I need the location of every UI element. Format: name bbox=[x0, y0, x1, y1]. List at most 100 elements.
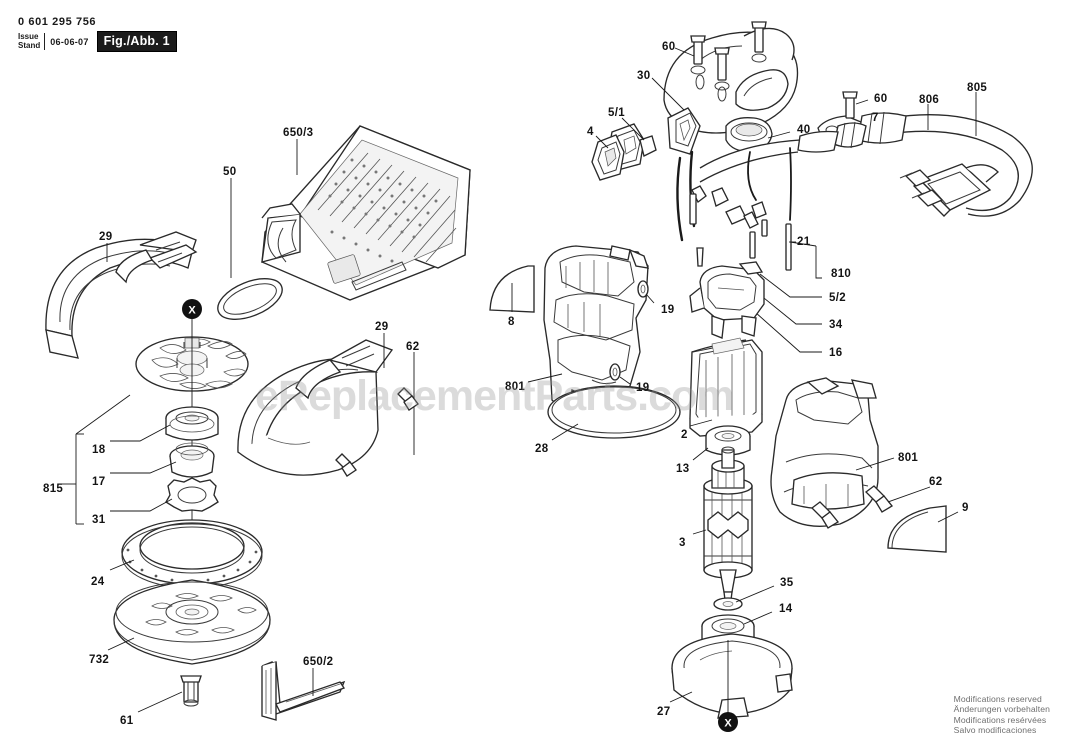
part-grommet-19-b bbox=[609, 363, 621, 381]
callout-wire-set-810: 810 bbox=[831, 268, 852, 280]
callout-sealing-ring-50: 50 bbox=[223, 166, 237, 178]
callout-brush-holder-16: 16 bbox=[829, 347, 843, 359]
leader-7 bbox=[849, 121, 867, 131]
part-brake-ring-24 bbox=[121, 519, 263, 589]
part-cord-clamp-7 bbox=[817, 115, 870, 147]
sheet-footer: Modifications reserved Änderungen vorbeh… bbox=[954, 694, 1050, 736]
callout-hex-key-650-2: 650/2 bbox=[303, 656, 334, 668]
part-switch-5-1 bbox=[607, 123, 657, 171]
part-screw-62-b bbox=[864, 485, 894, 513]
part-bearing-13 bbox=[705, 425, 751, 456]
part-bearing-flange-17 bbox=[169, 442, 215, 478]
leader-40 bbox=[767, 131, 791, 139]
leaders-left-group bbox=[62, 394, 177, 525]
callout-bearing-cap-34: 34 bbox=[829, 319, 843, 331]
leader-9 bbox=[937, 511, 959, 523]
leader-60-a bbox=[674, 47, 695, 57]
issue-label-de: Stand bbox=[18, 40, 41, 50]
x-marker-bottom: X bbox=[718, 712, 738, 732]
part-bearing-flange-27 bbox=[671, 633, 793, 719]
header-divider bbox=[44, 33, 46, 50]
callout-hood-right-29: 29 bbox=[375, 321, 389, 333]
leader-801-b bbox=[855, 457, 895, 471]
part-sealing-ring bbox=[217, 278, 283, 320]
callout-terminal-21: 21 bbox=[797, 236, 811, 248]
x-marker-top: X bbox=[182, 299, 202, 319]
x-marker-label-bottom: X bbox=[724, 718, 732, 730]
callout-ball-bearing-14: 14 bbox=[779, 603, 793, 615]
part-screw-60-top-2 bbox=[714, 47, 730, 91]
part-wiring-harness bbox=[676, 147, 792, 271]
callout-grommet-19: 19 bbox=[661, 304, 675, 316]
leader-2 bbox=[689, 419, 713, 427]
part-screw-62-a2 bbox=[335, 453, 357, 477]
callout-grommet-19: 19 bbox=[636, 382, 650, 394]
callout-housing-half-801: 801 bbox=[505, 381, 526, 393]
callout-cord-clamp-7: 7 bbox=[872, 112, 879, 124]
figure-badge: Fig./Abb. 1 bbox=[96, 31, 177, 52]
leader-27 bbox=[669, 691, 693, 703]
leader-4 bbox=[595, 135, 609, 149]
part-dust-box bbox=[261, 125, 471, 301]
part-o-ring-28 bbox=[547, 385, 681, 439]
leader-13 bbox=[692, 447, 709, 461]
footer-line-en: Modifications reserved bbox=[953, 693, 1042, 704]
callout-switch-unit-5-2: 5/2 bbox=[829, 292, 846, 304]
leader-19-a bbox=[645, 293, 655, 304]
callout-backing-pad-732: 732 bbox=[89, 654, 110, 666]
part-hood-left bbox=[45, 231, 198, 359]
part-motor-cap-top bbox=[663, 27, 799, 155]
callout-speed-dial-40: 40 bbox=[797, 124, 811, 136]
callout-dust-box-650-3: 650/3 bbox=[283, 127, 314, 139]
callout-bearing-flange-17: 17 bbox=[92, 476, 106, 488]
leader-35 bbox=[735, 585, 775, 603]
leaders-right-block bbox=[745, 241, 822, 353]
part-field-stator-2 bbox=[689, 337, 763, 437]
part-power-cord-805 bbox=[699, 111, 1033, 217]
callout-o-ring-28: 28 bbox=[535, 443, 549, 455]
footer-line-de: Änderungen vorbehalten bbox=[953, 704, 1050, 715]
callout-service-kit-815: 815 bbox=[43, 483, 64, 495]
leader-60-b bbox=[855, 99, 869, 105]
leader-30 bbox=[651, 77, 685, 111]
callout-lock-washer-31: 31 bbox=[92, 514, 106, 526]
callout-label-plate-9: 9 bbox=[962, 502, 969, 514]
part-screw-62-b2 bbox=[810, 501, 840, 529]
callout-armature-3: 3 bbox=[679, 537, 686, 549]
leader-61 bbox=[137, 691, 183, 713]
footer-line-fr: Modifications resérvées bbox=[953, 714, 1047, 725]
callout-switch-5-1: 5/1 bbox=[608, 107, 625, 119]
part-washer-35 bbox=[713, 597, 743, 611]
part-lock-washer-31 bbox=[165, 477, 219, 512]
callout-switch-cover-4: 4 bbox=[587, 126, 594, 138]
callout-field-stator-2: 2 bbox=[681, 429, 688, 441]
part-hood-right bbox=[237, 339, 394, 476]
leader-19-b bbox=[619, 376, 631, 385]
part-armature-3 bbox=[703, 446, 753, 609]
issue-date: 06-06-07 bbox=[50, 36, 89, 47]
callout-switch-lever-30: 30 bbox=[637, 70, 651, 82]
part-label-plate-8 bbox=[489, 265, 535, 313]
callout-washer-35: 35 bbox=[780, 577, 794, 589]
part-housing-half-801-b bbox=[770, 377, 879, 527]
leader-14 bbox=[743, 611, 773, 625]
callout-bearing-13: 13 bbox=[676, 463, 690, 475]
footer-line-es: Salvo modificaciones bbox=[953, 725, 1037, 736]
callout-brake-ring-24: 24 bbox=[91, 576, 105, 588]
callout-screw-60: 60 bbox=[662, 41, 676, 53]
callout-housing-half-801: 801 bbox=[898, 452, 919, 464]
part-screw-60-b bbox=[842, 91, 858, 119]
leader-3 bbox=[692, 529, 707, 535]
callout-power-cord-805: 805 bbox=[967, 82, 988, 94]
callout-cord-protector-806: 806 bbox=[919, 94, 940, 106]
part-housing-half-801-a bbox=[543, 245, 649, 415]
part-grommet-19-a bbox=[637, 280, 649, 298]
callout-pad-screw-61: 61 bbox=[120, 715, 134, 727]
part-screw-60-top-3 bbox=[751, 21, 767, 63]
issue-label-en: Issue bbox=[18, 32, 39, 41]
part-fan bbox=[135, 336, 249, 392]
part-ball-bearing-14 bbox=[701, 614, 755, 648]
part-pad-screw-61 bbox=[180, 675, 202, 707]
leader-24 bbox=[109, 559, 135, 571]
